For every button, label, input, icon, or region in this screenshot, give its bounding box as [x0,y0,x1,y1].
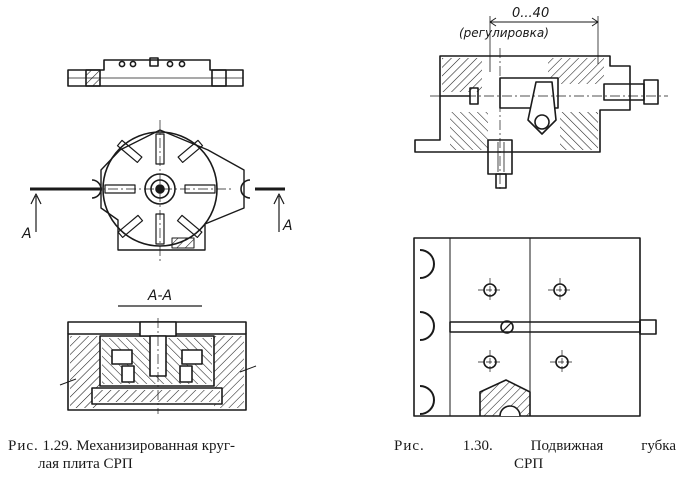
figure-caption-1-30: Рис. 1.30. Подвижная губка СРП [394,437,676,473]
caption-title-line2: лая плита СРП [38,456,133,472]
section-arrow-label-left: A [21,226,32,242]
movable-jaw-side-view [414,16,668,190]
section-label-aa: A-A [147,288,172,304]
caption-title-word2: губка [641,438,676,454]
caption-title-line2: СРП [514,456,544,472]
dimension-value: 0...40 [512,6,549,21]
caption-lead: Рис. [394,438,425,454]
round-plate-side-view [67,57,244,87]
caption-title-word1: Подвижная [530,438,604,454]
movable-jaw-plan-view [413,237,657,417]
round-plate-plan-view [30,120,285,262]
caption-number: 1.30. [462,438,493,454]
caption-title-line1: Механизированная круг- [76,438,235,454]
caption-lead: Рис. [8,438,39,454]
section-arrow-label-right: A [282,218,293,234]
round-plate-section-aa [59,305,257,414]
figure-caption-1-29: Рис. 1.29. Механизированная круг- лая пл… [8,437,308,473]
dimension-note: (регулировка) [459,26,549,40]
caption-number: 1.29. [42,438,73,454]
